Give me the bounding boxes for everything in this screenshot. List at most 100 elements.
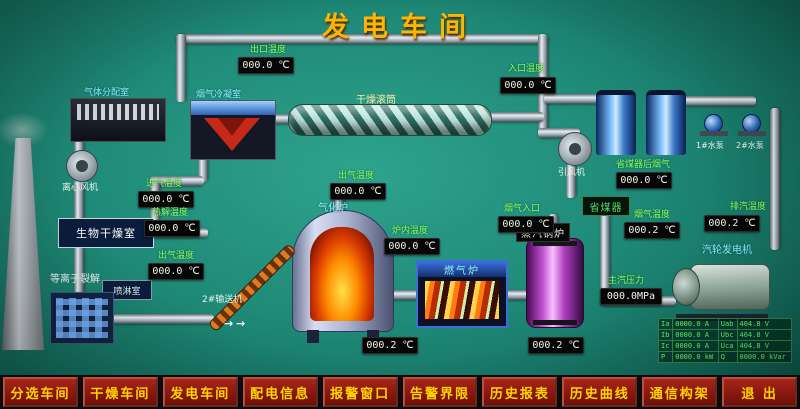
pipe	[600, 214, 610, 302]
table-cell: 0000.0 kW	[672, 351, 719, 363]
pipe	[566, 164, 576, 198]
bottom-nav-bar: 分选车间 干燥车间 发电车间 配电信息 报警窗口 告警界限 历史报表 历史曲线 …	[0, 375, 800, 409]
page-title: 发电车间	[322, 12, 478, 43]
fluegas-temp-display: 000.2 ℃	[624, 222, 680, 239]
boiler-bottom-display: 000.2 ℃	[528, 337, 584, 354]
gas-furnace-flame	[425, 281, 499, 319]
table-cell: Ib	[657, 329, 674, 341]
pump-2	[738, 114, 766, 136]
induced-fan-icon	[558, 132, 592, 166]
nav-button-history-curve[interactable]: 历史曲线	[562, 377, 638, 407]
pipe	[486, 112, 544, 122]
exhaust-temp-label: 排汽温度	[730, 202, 767, 212]
outgas-center-display: 000.0 ℃	[330, 183, 386, 200]
pipe	[270, 114, 292, 124]
pipe	[176, 34, 186, 102]
water-tank-1	[596, 90, 636, 155]
pipe	[198, 158, 208, 182]
table-cell: P	[657, 351, 674, 363]
table-cell: 404.8 V	[736, 318, 792, 330]
generator-body	[690, 264, 770, 310]
table-cell: Ic	[657, 340, 674, 352]
turbine-generator-unit	[672, 258, 770, 321]
outgas-left-display: 000.0 ℃	[148, 263, 204, 280]
table-cell: Ia	[657, 318, 674, 330]
fluegas-inlet-label: 烟气入口	[504, 204, 541, 214]
outlet-temp-label: 出口温度	[250, 45, 287, 55]
table-cell: 404.8 V	[736, 340, 792, 352]
pipe	[74, 246, 84, 308]
pump-1	[700, 114, 728, 136]
main-steam-pressure-label: 主汽压力	[608, 276, 645, 286]
pump-base	[700, 131, 728, 136]
nav-button-drying-workshop[interactable]: 干燥车间	[82, 377, 158, 407]
chimney	[2, 138, 44, 350]
pipe	[334, 190, 344, 212]
building-windows	[56, 298, 108, 338]
nav-button-exit[interactable]: 退 出	[722, 377, 798, 407]
gasifier-vessel	[292, 210, 394, 343]
turbine-label: 汽轮发电机	[702, 245, 752, 256]
water-tank-2	[646, 90, 686, 155]
nav-button-distribution-info[interactable]: 配电信息	[242, 377, 318, 407]
intake-temp-display: 000.0 ℃	[138, 191, 194, 208]
outgas-left-label: 出气温度	[158, 251, 195, 261]
table-cell: 0000.0 kVar	[736, 351, 792, 363]
condenser-label: 烟气冷凝室	[196, 90, 242, 100]
outlet-temp-display: 000.0 ℃	[238, 57, 294, 74]
intake-temp-label: 进气温度	[146, 179, 183, 189]
bio-drying-room: 生物干燥室	[58, 218, 154, 248]
gas-distribution-label: 气体分配室	[84, 88, 130, 98]
nav-button-sorting-workshop[interactable]: 分选车间	[3, 377, 78, 407]
fluegas-temp-label: 烟气温度	[634, 210, 671, 220]
generator-parameter-table: Ia 0000.0 A Uab 404.8 V Ib 0000.0 A Ubc …	[657, 318, 792, 363]
nav-button-alarm-window[interactable]: 报警窗口	[322, 377, 398, 407]
boiler-cap	[533, 320, 577, 325]
furnace-inner-temp-label: 炉内温度	[392, 226, 429, 236]
flue-gas-condenser-unit	[190, 100, 276, 160]
economizer-label: 省煤器	[589, 202, 623, 214]
pipe	[502, 290, 530, 300]
vent-slats	[77, 104, 159, 120]
centrifugal-fan-label: 离心风机	[62, 183, 99, 193]
gasifier-flame	[310, 227, 374, 321]
pump1-label: 1#水泵	[696, 141, 724, 150]
nav-button-comm-framework[interactable]: 通信构架	[642, 377, 718, 407]
flow-arrow-icon: →	[236, 317, 246, 330]
main-steam-pressure-display: 000.0MPa	[600, 288, 662, 305]
economizer-box: 省煤器	[582, 196, 630, 216]
pipe	[544, 94, 602, 104]
pipe	[388, 290, 420, 300]
inlet-temp-display: 000.0 ℃	[500, 77, 556, 94]
pyrolysis-temp-label: 热解温度	[152, 208, 189, 218]
gas-furnace-label: 燃气炉	[418, 262, 506, 277]
plasma-building	[50, 292, 114, 344]
after-economizer-display: 000.0 ℃	[616, 172, 672, 189]
pipe	[770, 108, 780, 250]
gas-distribution-unit	[70, 98, 166, 142]
pump-base	[738, 131, 766, 136]
table-cell: Uab	[717, 318, 738, 330]
gasifier-label: 气化炉	[318, 203, 348, 214]
pyrolysis-temp-display: 000.0 ℃	[144, 220, 200, 237]
table-cell: 0000.0 A	[672, 329, 719, 341]
nav-button-history-report[interactable]: 历史报表	[482, 377, 558, 407]
table-cell: Uca	[717, 340, 738, 352]
conveyor-label: 2#输送机	[202, 295, 243, 305]
table-cell: 0000.0 A	[672, 318, 719, 330]
condenser-water-jacket	[191, 101, 275, 115]
nav-button-alarm-limits[interactable]: 告警界限	[402, 377, 478, 407]
fluegas-inlet-display: 000.0 ℃	[498, 216, 554, 233]
gasifier-bottom-display: 000.2 ℃	[362, 337, 418, 354]
outgas-center-label: 出气温度	[338, 171, 375, 181]
bio-drying-room-label: 生物干燥室	[76, 227, 136, 240]
condenser-cone-inner	[218, 118, 246, 136]
table-cell: 404.8 V	[736, 329, 792, 341]
nav-button-power-workshop[interactable]: 发电车间	[162, 377, 238, 407]
generator-base	[676, 314, 768, 321]
after-economizer-label: 省煤器后烟气	[616, 160, 671, 170]
exhaust-temp-display: 000.2 ℃	[704, 215, 760, 232]
table-cell: Ubc	[717, 329, 738, 341]
pipe	[150, 176, 204, 186]
